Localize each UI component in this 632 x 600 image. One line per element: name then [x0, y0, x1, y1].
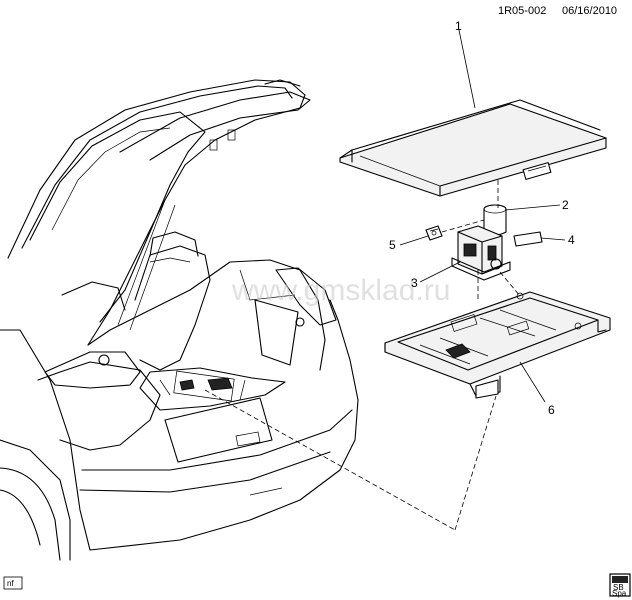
vehicle-rear [0, 79, 359, 561]
part-label [513, 231, 543, 247]
part-compressor [451, 225, 511, 281]
callout-3: 3 [411, 276, 418, 290]
corner-mark-box [3, 576, 23, 590]
watermark-text: www.gmsklad.ru [231, 274, 450, 307]
corner-mark: nf [7, 579, 14, 588]
callout-1: 1 [455, 19, 462, 33]
part-storage-tray [384, 291, 611, 399]
callout-5: 5 [389, 238, 396, 252]
callout-2: 2 [562, 198, 569, 212]
part-cylinder [483, 204, 507, 236]
badge-line1: SB [613, 583, 624, 592]
diagram-date: 06/16/2010 [562, 5, 617, 17]
diagram-ref: 1R05-002 [498, 5, 546, 17]
callout-6: 6 [548, 403, 555, 417]
callout-4: 4 [568, 233, 575, 247]
part-bracket [425, 225, 443, 241]
part-cargo-cover [339, 99, 607, 197]
spare-badge-icon: SB Spa [609, 573, 631, 598]
badge-line2: Spa [612, 589, 627, 598]
leader-lines [204, 29, 566, 531]
